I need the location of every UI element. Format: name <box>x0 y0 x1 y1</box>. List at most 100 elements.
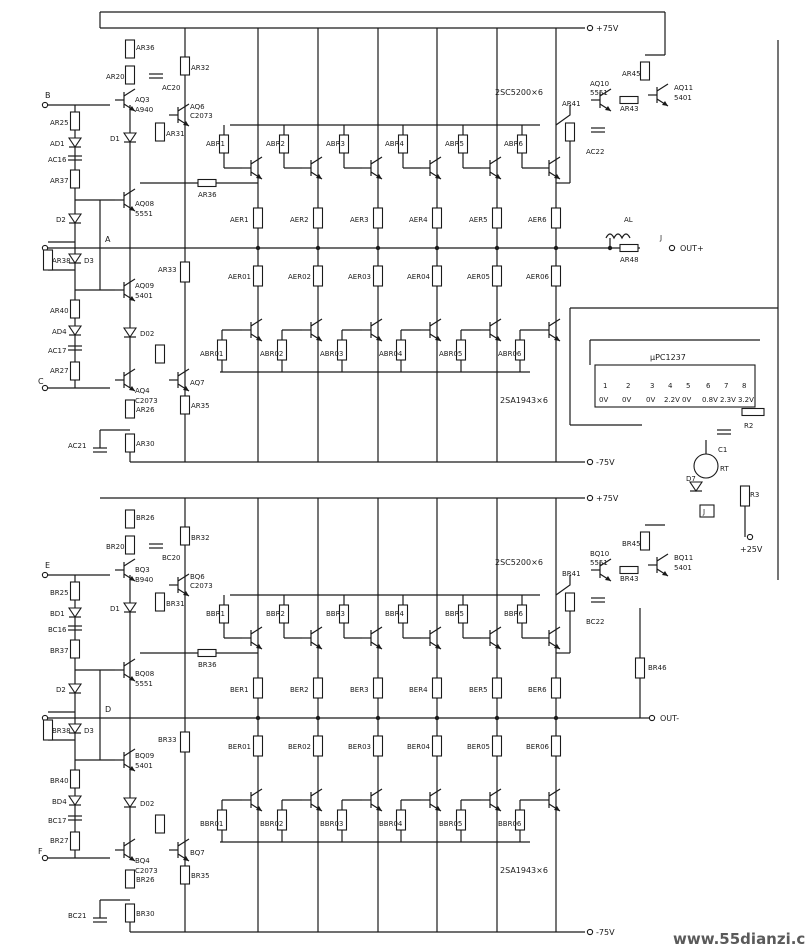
bjt-collector <box>310 318 323 327</box>
ic-pin-voltage: 3.2V <box>738 396 754 404</box>
diode <box>67 325 83 336</box>
npn-emitter-resistor <box>491 677 503 699</box>
label: AR36 <box>136 44 155 52</box>
label: AQ09 <box>135 282 154 290</box>
npn-base-resistor-label: BBR4 <box>385 610 404 618</box>
input-label: B <box>45 91 51 100</box>
bjt-arrow <box>129 576 135 581</box>
label: D02 <box>140 330 154 338</box>
label: BR46 <box>648 664 667 672</box>
label: AR33 <box>158 266 177 274</box>
pnp-emitter-resistor <box>550 265 562 287</box>
bjt-collector <box>123 838 136 847</box>
label: AR30 <box>136 440 155 448</box>
resistor <box>619 565 639 575</box>
resistor <box>564 122 576 142</box>
bjt-collector <box>123 188 136 197</box>
label: BR36 <box>198 661 217 669</box>
label: BR35 <box>191 872 210 880</box>
pnp-emitter-resistor <box>252 735 264 757</box>
label: R3 <box>750 491 759 499</box>
label: +75V <box>596 494 619 503</box>
label: BC21 <box>68 912 86 920</box>
resistor <box>69 299 81 319</box>
resistor <box>124 535 136 555</box>
diode <box>122 602 138 613</box>
npn-base-resistor-label: ABR4 <box>385 140 404 148</box>
pnp-base-resistor-label: BBR04 <box>379 820 403 828</box>
terminal <box>586 494 594 502</box>
resistor <box>741 407 765 417</box>
label: AR20 <box>106 73 125 81</box>
protect-ic-label: μPC1237 <box>650 353 686 362</box>
ic-pin-voltage: 0V <box>622 396 631 404</box>
label: BR25 <box>50 589 69 597</box>
npn-emitter-resistor <box>372 677 384 699</box>
bjt-collector <box>599 558 612 567</box>
resistor <box>42 249 54 271</box>
label: BD1 <box>50 610 65 618</box>
label: +25V <box>740 545 763 554</box>
label: -75V <box>596 458 615 467</box>
input-label: A <box>105 235 111 244</box>
label: AD1 <box>50 140 65 148</box>
npn-base-resistor-label: ABR5 <box>445 140 464 148</box>
resistor <box>179 865 191 885</box>
npn-base-resistor-label: BBR5 <box>445 610 464 618</box>
npn-emitter-resistor-label: AER6 <box>528 216 547 224</box>
bjt-collector <box>123 278 136 287</box>
label: AR40 <box>50 307 69 315</box>
label: BQ10 <box>590 550 609 558</box>
resistor <box>124 65 136 85</box>
resistor <box>154 122 166 142</box>
wire <box>555 575 571 596</box>
label: BQ4 <box>135 857 150 865</box>
ic-pin-label: 2 <box>626 382 630 390</box>
pnp-emitter-resistor <box>431 735 443 757</box>
npn-base-resistor <box>278 604 290 624</box>
bjt-collector <box>123 748 136 757</box>
ic-pin-label: 5 <box>686 382 690 390</box>
npn-base-resistor-label: ABR6 <box>504 140 523 148</box>
label: AC21 <box>68 442 86 450</box>
input-label: D <box>105 705 111 714</box>
label: AQ3 <box>135 96 150 104</box>
pnp-base-resistor <box>455 809 467 831</box>
label: AQ6 <box>190 103 205 111</box>
pnp-emitter-resistor-label: BER02 <box>288 743 311 751</box>
pnp-base-resistor-label: ABR05 <box>439 350 462 358</box>
npn-base-resistor <box>218 134 230 154</box>
bjt-collector <box>489 626 502 635</box>
pnp-emitter-resistor-label: AER03 <box>348 273 371 281</box>
label: AR45 <box>622 70 641 78</box>
label: D1 <box>110 135 120 143</box>
ic-pin-voltage: 0V <box>646 396 655 404</box>
bjt-arrow <box>495 806 501 811</box>
pnp-base-resistor-label: ABR03 <box>320 350 343 358</box>
label: BR30 <box>136 910 155 918</box>
label: 5401 <box>135 762 153 770</box>
terminal <box>41 101 49 109</box>
pnp-base-resistor <box>455 339 467 361</box>
bjt-collector <box>123 88 136 97</box>
pnp-base-resistor-label: BBR05 <box>439 820 462 828</box>
npn-emitter-resistor <box>431 207 443 229</box>
bjt-collector <box>250 788 263 797</box>
terminal <box>41 384 49 392</box>
bjt-arrow <box>495 174 501 179</box>
resistor <box>197 178 217 188</box>
bjt-arrow <box>554 644 560 649</box>
npn-emitter-resistor <box>312 677 324 699</box>
label: BQ09 <box>135 752 154 760</box>
pnp-base-resistor-label: ABR02 <box>260 350 283 358</box>
npn-base-resistor-label: BBR1 <box>206 610 225 618</box>
bjt-arrow <box>435 174 441 179</box>
diode <box>67 607 83 618</box>
npn-base-resistor-label: ABR1 <box>206 140 225 148</box>
resistor <box>69 581 81 601</box>
bjt-arrow <box>376 336 382 341</box>
pnp-emitter-resistor-label: AER06 <box>526 273 550 281</box>
label: AR27 <box>50 367 69 375</box>
resistor <box>179 395 191 415</box>
ic-pin-voltage: 2.2V <box>664 396 680 404</box>
